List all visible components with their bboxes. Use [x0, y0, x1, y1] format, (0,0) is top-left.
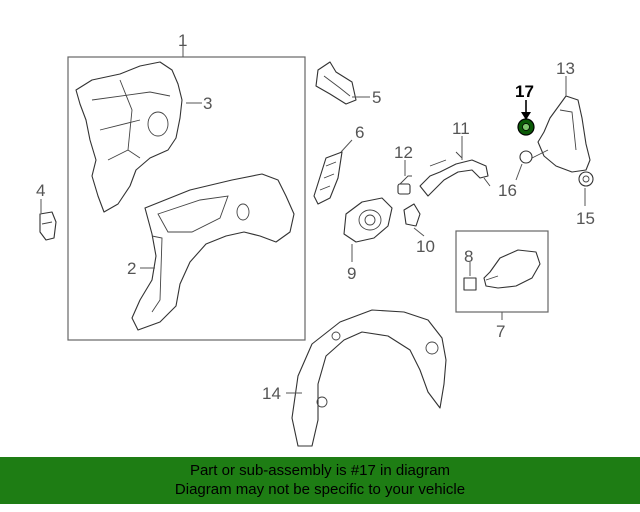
part-13-mud-guard[interactable]	[537, 95, 591, 173]
callout-11: 11	[452, 119, 470, 138]
part-7-fuel-door[interactable]	[483, 249, 541, 289]
info-banner: Part or sub-assembly is #17 in diagram D…	[0, 457, 640, 504]
callout-14: 14	[262, 384, 281, 403]
part-6-reinforcement[interactable]	[313, 151, 343, 205]
part-2-quarter-panel[interactable]	[131, 173, 295, 331]
callout-7: 7	[496, 322, 505, 341]
callout-13: 13	[556, 59, 575, 78]
callout-1: 1	[178, 31, 187, 50]
callout-17: 17	[515, 82, 534, 101]
part-11-release-cable[interactable]	[419, 151, 491, 197]
part-8-actuator[interactable]	[463, 277, 477, 291]
leader-lines	[40, 46, 586, 394]
part-12-bolt[interactable]	[397, 175, 412, 195]
part-10-gasket[interactable]	[403, 203, 421, 227]
callout-10: 10	[416, 237, 435, 256]
part-15-push-clip[interactable]	[578, 171, 594, 187]
callout-9: 9	[347, 264, 356, 283]
part-17-nut[interactable]	[517, 118, 535, 136]
callout-3: 3	[203, 94, 212, 113]
part-14-wheelhouse-liner[interactable]	[291, 309, 447, 447]
part-4-bracket[interactable]	[39, 211, 57, 241]
part-5-upper-bracket[interactable]	[315, 61, 357, 105]
part-16-screw[interactable]	[519, 149, 549, 164]
callout-16: 16	[498, 181, 517, 200]
callout-15: 15	[576, 209, 595, 228]
banner-line-disclaimer: Diagram may not be specific to your vehi…	[174, 481, 466, 498]
callout-2: 2	[127, 259, 136, 278]
callout-4: 4	[36, 181, 45, 200]
callout-6: 6	[355, 123, 364, 142]
callout-5: 5	[372, 88, 381, 107]
part-3-inner-panel[interactable]	[75, 61, 183, 213]
callout-8: 8	[464, 247, 473, 266]
assembly-1-frame	[67, 56, 306, 341]
callout-12: 12	[394, 143, 413, 162]
part-9-fuel-door-housing[interactable]	[343, 197, 393, 243]
banner-line-part-info: Part or sub-assembly is #17 in diagram	[189, 462, 451, 479]
